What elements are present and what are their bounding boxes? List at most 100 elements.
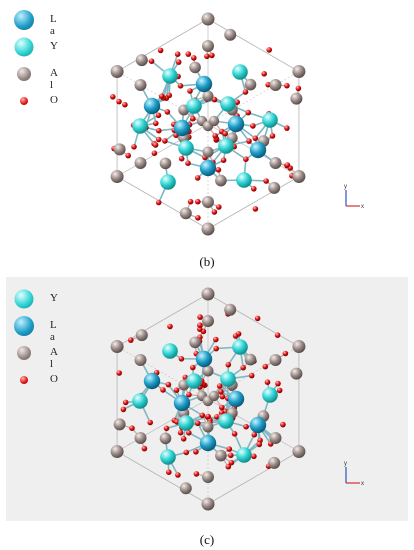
al-atom [292, 170, 306, 183]
o-atom [178, 155, 185, 162]
o-atom [148, 58, 155, 64]
y-atom [132, 393, 148, 409]
o-atom [110, 94, 116, 100]
y-atom-symbol [14, 289, 34, 309]
o-atom [165, 381, 172, 388]
o-atom [219, 393, 226, 400]
al-atom [110, 65, 124, 78]
o-atom [122, 101, 128, 108]
o-atom [284, 125, 290, 131]
al-atom [113, 418, 126, 431]
al-atom [269, 354, 282, 366]
o-atom [175, 472, 181, 478]
al-atom [110, 170, 124, 183]
o-atom [234, 99, 240, 105]
o-atom [213, 336, 219, 343]
la-atom [227, 390, 245, 408]
o-atom [245, 109, 252, 116]
la-atom [143, 372, 161, 390]
o-atom [187, 198, 194, 205]
o-atom [177, 429, 184, 436]
o-atom [194, 175, 201, 181]
al-atom [159, 432, 172, 445]
al-atom [202, 196, 214, 208]
o-atom [262, 363, 269, 370]
y-atom [160, 174, 176, 190]
o-atom [252, 135, 259, 142]
o-atom [166, 469, 172, 475]
o-atom [243, 423, 249, 430]
al-atom [268, 181, 281, 194]
y-atom [236, 447, 252, 463]
o-atom [251, 453, 257, 460]
o-atom [186, 430, 192, 436]
o-atom [284, 162, 291, 168]
o-atom [155, 199, 162, 206]
y-atom [178, 140, 194, 156]
o-atom [173, 387, 180, 393]
y-atom [160, 449, 176, 465]
al-atom [269, 79, 282, 91]
al-atom [224, 303, 237, 316]
al-atom [202, 315, 214, 327]
o-atom [274, 332, 281, 338]
o-atom [222, 130, 228, 137]
al-atom [135, 329, 148, 342]
o-atom [276, 387, 283, 394]
o-atom [122, 399, 129, 406]
y-atom [236, 172, 252, 188]
o-atom [193, 449, 199, 455]
o-atom-symbol [20, 376, 28, 384]
o-atom [264, 379, 271, 385]
caption-b: (b) [199, 254, 215, 269]
o-atom [214, 414, 220, 420]
o-atom [228, 452, 234, 459]
al-atom [202, 146, 214, 158]
al-atom [134, 79, 147, 91]
crystal-structure-b [110, 12, 306, 236]
o-atom [226, 446, 233, 452]
o-atom [167, 323, 173, 330]
la-atom [195, 75, 213, 93]
al-atom [215, 174, 227, 187]
al-atom [292, 65, 306, 78]
al-atom [244, 353, 257, 366]
al-atom [269, 157, 282, 169]
o-atom-symbol [20, 97, 28, 105]
legend-label-al: A l [50, 346, 62, 370]
al-atom [269, 432, 282, 444]
o-atom [242, 89, 249, 95]
o-atom [248, 372, 255, 379]
o-atom [197, 326, 203, 332]
o-atom [215, 167, 222, 173]
o-atom [265, 81, 271, 88]
la-atom [143, 97, 161, 115]
o-atom [251, 186, 257, 192]
o-atom [246, 138, 252, 144]
y-atom-symbol [14, 37, 34, 57]
o-atom [252, 206, 259, 212]
al-atom [110, 445, 124, 458]
o-atom [157, 47, 164, 54]
o-atom [128, 337, 134, 343]
o-atom [155, 136, 162, 143]
o-atom [295, 85, 302, 92]
axes-indicator-b: y x [344, 184, 364, 210]
legend-label-y: Y [50, 292, 62, 304]
o-atom [263, 178, 269, 184]
al-atom [201, 497, 215, 511]
al-atom [202, 40, 214, 52]
o-atom [147, 419, 153, 426]
y-atom [162, 343, 178, 359]
o-atom [158, 93, 165, 99]
o-atom [195, 420, 201, 427]
y-atom [262, 387, 278, 403]
la-atom-symbol [14, 316, 34, 336]
o-atom [185, 51, 192, 57]
o-atom [250, 123, 256, 129]
o-atom [141, 445, 148, 452]
o-atom [211, 209, 218, 215]
legend-label-o: O [50, 373, 62, 385]
la-atom [227, 115, 245, 133]
y-atom [220, 371, 236, 387]
